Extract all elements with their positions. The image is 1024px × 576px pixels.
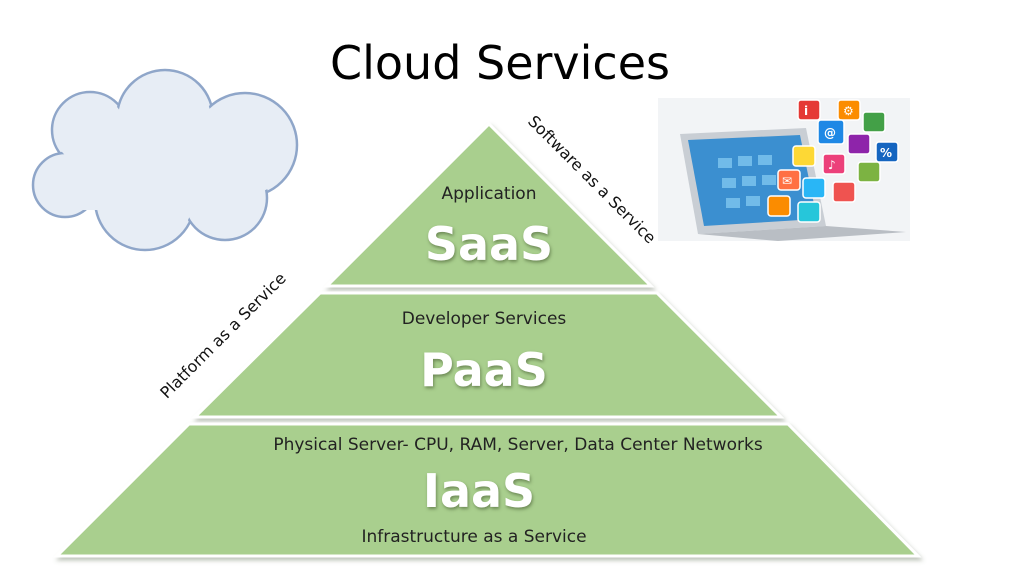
paas-name: PaaS [420, 343, 548, 397]
badge-gear: ⚙ [843, 104, 854, 118]
badge-note: ♪ [828, 158, 836, 172]
iaas-footer: Infrastructure as a Service [361, 527, 587, 547]
cloud-icon [31, 68, 299, 252]
badge-percent: % [880, 146, 892, 160]
saas-name: SaaS [424, 217, 554, 271]
diagram-title: Cloud Services [330, 36, 670, 90]
badge-info: i [804, 104, 808, 118]
iaas-label: Physical Server- CPU, RAM, Server, Data … [273, 435, 763, 455]
saas-label: Application [441, 184, 537, 204]
layer-paas [191, 291, 785, 419]
paas-label: Developer Services [401, 309, 567, 329]
badge-mail: ✉ [782, 174, 792, 188]
badge-at: @ [824, 126, 836, 140]
laptop-apps-icon: i @ ♪ % ✉ ⚙ [658, 98, 910, 241]
iaas-name: IaaS [422, 464, 536, 518]
layer-saas [323, 121, 655, 288]
layer-iaas [53, 422, 922, 558]
